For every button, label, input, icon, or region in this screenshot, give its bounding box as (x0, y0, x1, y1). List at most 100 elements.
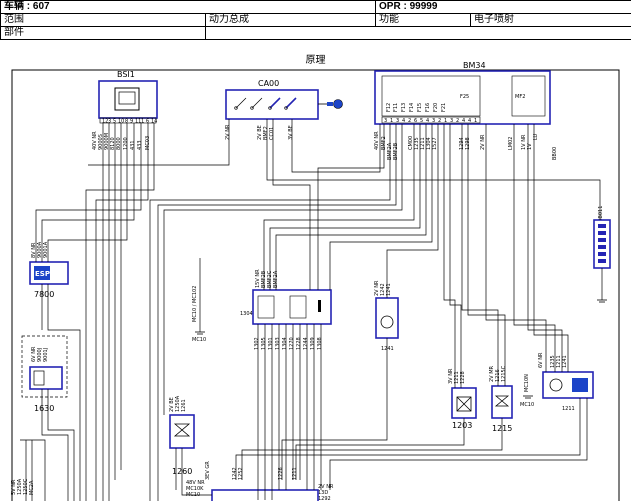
bsi1-wire-label: 1200 (123, 137, 129, 150)
bsi1-wire-label: 9000M (104, 133, 110, 150)
c7800-wire-label: 9001A (43, 241, 49, 258)
c1211-wire-labels: 6V NR 1235 1211 1241 (538, 352, 568, 368)
bottom-center-wire-label: 2V NR (318, 484, 334, 490)
bm34-fuse-label: F20 (433, 103, 439, 112)
bsi1-pin: 8 (125, 119, 128, 125)
bm34-box (374, 70, 551, 125)
bm34-fuse-label: F15 (417, 103, 423, 112)
bottom-left-wire-label: 1250A (17, 478, 23, 495)
c1304-bottom-wire: 1244 (303, 337, 309, 350)
bm34-wire-label: 2V NR (480, 134, 486, 150)
c1630-module-icon (33, 370, 45, 386)
c1630-dashed-frame (21, 335, 68, 398)
bm34-pin: 3 (450, 118, 453, 124)
c1215-valve-icon (494, 395, 510, 407)
bm34-wire-label: 1235 (414, 137, 420, 150)
c1241-wire-label: 2V NR (374, 280, 380, 296)
mc10n-wire-label: MC10N (524, 374, 530, 392)
bsi1-wire-label: 9000S (98, 134, 104, 150)
component-label: 部件 (0, 26, 206, 40)
bsi1-pin: 9 (130, 119, 133, 125)
bb011-cells (598, 224, 606, 263)
bm34-pin: 4 (426, 118, 429, 124)
c1630-wire-label: 9000J (37, 348, 43, 362)
c1241-wire-label: 1242 (380, 283, 386, 296)
bottom-center-wire-label: MC10K (186, 486, 204, 492)
bottom-center-wire-label: 13D (318, 490, 328, 496)
ground-label-mc10: MC10 (520, 402, 534, 408)
bm34-wire-label: BB00 (552, 147, 558, 160)
bm34-pin: 3 (432, 118, 435, 124)
c1211-fuel-icon (572, 378, 588, 392)
c7800-label: 7800 (34, 290, 54, 299)
ground-label: MC10 (192, 337, 206, 343)
bm34-pin-strip (381, 116, 481, 124)
bm34-fuse-label: F16 (425, 103, 431, 112)
bm34-relay-label: MF2 (515, 94, 525, 100)
bsi1-pin-row: 12 3 5 10 8 9 11 1 6 14 (99, 117, 157, 125)
c1304-bottom-wire: 1304 (282, 337, 288, 350)
wire-harness (20, 119, 603, 501)
c1630-label: 1630 (34, 404, 54, 413)
c1304-bottom-wires: 1302 1305 1301 1303 1304 1270 1228 1244 … (254, 337, 323, 350)
c1203-wire-label: 1228 (460, 371, 466, 384)
c1203-sensor-icon (456, 396, 472, 412)
bm34-wire-label: LM02 (508, 137, 514, 150)
bsi1-pin: 11 (135, 119, 141, 125)
c1215-box (491, 385, 513, 419)
c1241-wire-label: 1241 (386, 283, 392, 296)
c1630-wire-labels: 6V NR 9000J 9001J (31, 346, 49, 362)
c1304-relay-1 (257, 295, 275, 319)
bottom-center-wire-label: 1211 (292, 467, 298, 480)
bsi1-wire-label: 8000 (116, 137, 122, 150)
c1304-bottom-wire: 1309 (310, 337, 316, 350)
bsi1-pin: 10 (118, 119, 124, 125)
c1304-wire-label: 15V NR (255, 269, 261, 288)
document-header: 车辆 : 607 OPR : 99999 范围 动力总成 功能 电子喷射 部件 (0, 0, 631, 40)
bottom-center-wire-label: 1292 (318, 496, 331, 501)
esp-badge: ESP (35, 270, 50, 278)
ca00-switches (234, 97, 297, 110)
bsi1-pin: 6 (146, 119, 149, 125)
bsi1-pin: 3 (108, 119, 111, 125)
c1260-wire-label: 1261 (181, 399, 187, 412)
bsi1-pin: 5 (113, 119, 116, 125)
ca00-wire-label: 2V NR (225, 124, 231, 140)
bm34-pin: 4 (402, 118, 405, 124)
c1304-bottom-wire: 1270 (289, 337, 295, 350)
bsi1-module-icon (114, 87, 140, 111)
bm34-wire-label: 1527 (432, 137, 438, 150)
bm34-pin: 4 (462, 118, 465, 124)
c1211-wire-label: 6V NR (538, 352, 544, 368)
c1203-box (451, 387, 477, 419)
c1260-wire-label: 2V BE (169, 397, 175, 412)
ca00-box (225, 89, 319, 120)
c7800-wire-label: 8V NR (31, 242, 37, 258)
c1630-wire-label: 6V NR (31, 346, 37, 362)
bsi1-wire-label: 433 (137, 140, 143, 150)
bsi1-label: BSI1 (117, 70, 135, 79)
c1203-wire-labels: 3V NR 1211 1228 (448, 368, 466, 384)
opr-cell: OPR : 99999 (375, 0, 631, 14)
c1241-sensor-icon (380, 315, 394, 329)
bsi1-screen-icon (118, 91, 136, 105)
c1304-bottom-wire: 1228 (296, 337, 302, 350)
bm34-pin: 1 (474, 118, 477, 124)
bm34-pin: 2 (456, 118, 459, 124)
bsi1-wire-label: 40V NR (92, 131, 98, 150)
c1241-label: 1241 (381, 346, 394, 352)
c7800-wire-labels: 8V NR 9000A 9001A (31, 241, 49, 258)
bm34-wire-label: CM00 (408, 136, 414, 150)
bsi1-wire-labels: 40V NR 9000S 9000M 8120 8000 1200 431 43… (92, 131, 151, 150)
bm34-pin: 3 (384, 118, 387, 124)
c1304-diode (318, 300, 321, 312)
c1304-bottom-wire: 1302 (254, 337, 260, 350)
bm34-wire-labels: 40V NR BMF2 BMF2A BMF2B CM00 1235 1211 1… (374, 131, 558, 160)
scope-label: 范围 (0, 13, 206, 27)
bottom-center-wire-label: 48V NR (186, 480, 205, 486)
c7800-wire-label: 9000A (37, 241, 43, 258)
bm34-fuse-label: F12 (386, 103, 392, 112)
bb011-label: BB011 (598, 206, 604, 222)
bm34-pin: 1 (444, 118, 447, 124)
bottom-center-wire-label: 1252 (238, 467, 244, 480)
